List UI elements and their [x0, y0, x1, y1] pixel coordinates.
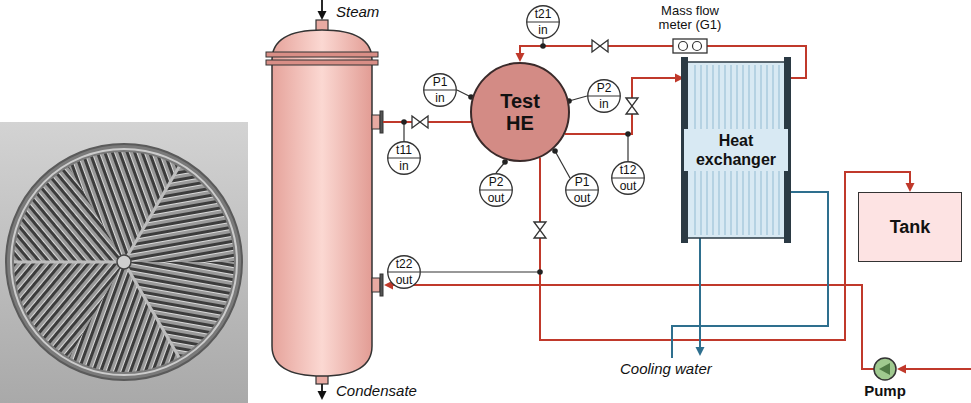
heat-exchanger: Heat exchanger	[684, 62, 788, 238]
instrument-bubble: P1 out	[565, 173, 599, 207]
tank-box: Tank	[858, 192, 962, 262]
instrument-label: in	[435, 92, 444, 105]
pipe-line	[565, 78, 676, 134]
instrument-label: in	[399, 160, 408, 173]
instrument-label: out	[620, 180, 637, 193]
instrument-label: out	[488, 192, 505, 205]
instrument-label: in	[599, 98, 608, 111]
pipe-arrowhead	[906, 183, 915, 192]
plate-photo	[0, 122, 248, 403]
test-heat-exchanger: Test HE	[470, 62, 570, 162]
instrument-label: P2	[489, 176, 504, 189]
pipe-line	[520, 46, 635, 54]
instrument-label: P1	[433, 76, 448, 89]
stream-label: Steam	[336, 3, 379, 21]
node-label: Pump	[864, 382, 906, 399]
instrument-label: t22	[396, 258, 413, 271]
instrument-taps	[401, 43, 631, 275]
stream-label: Cooling water	[620, 360, 712, 378]
valve-symbol	[412, 40, 638, 238]
pipe-arrowhead	[897, 365, 906, 374]
instrument-label: t21	[535, 8, 552, 21]
steam-arrow	[318, 0, 327, 20]
cooling-arrowhead	[696, 347, 705, 356]
instrument-bubble: t22 out	[387, 255, 421, 289]
stream-label: Condensate	[336, 382, 417, 400]
instrument-label: out	[396, 274, 413, 287]
node-label: Tank	[890, 217, 931, 238]
steam-side-pipes	[383, 122, 971, 369]
instrument-bubble: t21 in	[526, 5, 560, 39]
instrument-bubble: P2 out	[479, 173, 513, 207]
instrument-bubble: t12 out	[611, 161, 645, 195]
instrument-leaders	[404, 39, 628, 272]
instrument-label: t12	[620, 164, 637, 177]
pipe-connector	[516, 46, 636, 62]
condensate-arrow	[318, 384, 327, 400]
instrument-bubble: P1 in	[423, 73, 457, 107]
pipe-connector	[565, 74, 684, 135]
node-label: Mass flow meter (G1)	[646, 4, 734, 32]
instrument-label: out	[574, 192, 591, 205]
node-label: Test HE	[485, 90, 555, 134]
instrument-label: in	[538, 24, 547, 37]
pump-symbol: Pump	[855, 357, 915, 401]
instrument-label: P1	[575, 176, 590, 189]
instrument-bubble: t11 in	[387, 141, 421, 175]
pipe-arrowhead	[516, 53, 525, 62]
node-label: Heat exchanger	[684, 129, 788, 171]
instrument-label: P2	[597, 82, 612, 95]
flow-meter: Mass flow meter (G1)	[635, 4, 745, 55]
instrument-bubble: P2 in	[587, 79, 621, 113]
instrument-label: t11	[396, 144, 412, 157]
condenser-vessel	[266, 20, 383, 384]
